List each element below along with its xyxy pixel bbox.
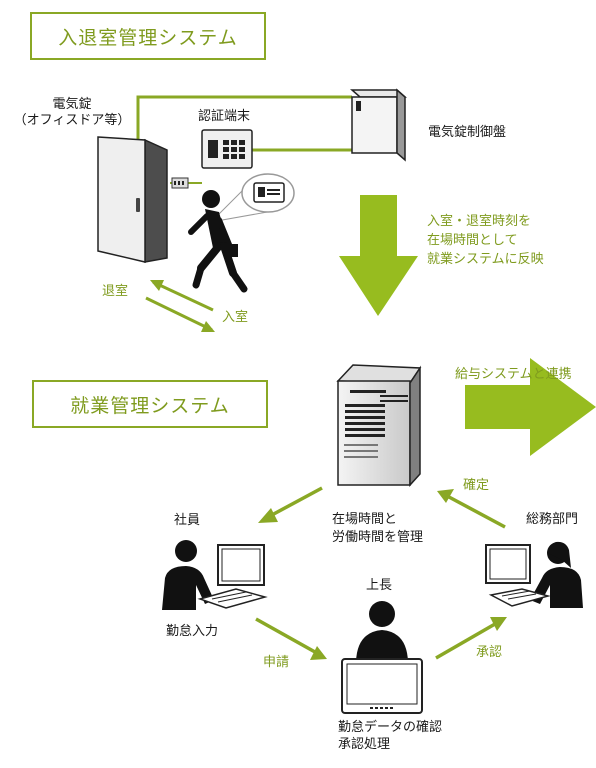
general-affairs-laptop-icon: [485, 541, 583, 608]
id-card-icon: [253, 182, 285, 203]
employee-label: 社員: [174, 513, 201, 528]
confirm-label: 確定: [463, 478, 490, 493]
attendance-input-label: 勤怠入力: [166, 624, 219, 639]
server-icon: [336, 364, 422, 487]
walking-person-icon: [188, 190, 248, 293]
attendance-system-title: 就業管理システム: [32, 380, 268, 428]
supervisor-label: 上長: [366, 578, 393, 593]
payroll-right-arrow: [465, 358, 596, 456]
general-affairs-label: 総務部門: [526, 512, 579, 527]
approve-label: 承認: [476, 645, 503, 660]
check-approve-label: 勤怠データの確認 承認処理: [338, 720, 443, 752]
apply-arrow: [255, 617, 327, 660]
apply-label: 申請: [263, 655, 290, 670]
approve-arrow: [435, 617, 507, 660]
enter-arrow: [145, 296, 215, 332]
reflect-down-arrow: [339, 195, 418, 316]
confirm-arrow: [437, 489, 506, 529]
control-panel-icon: [350, 88, 407, 162]
enter-label: 入室: [222, 310, 249, 325]
supervisor-monitor-icon: [341, 601, 423, 714]
payroll-link-label: 給与システムと連携: [455, 367, 572, 382]
entry-system-title: 入退室管理システム: [30, 12, 266, 60]
electric-lock-label: 電気錠 （オフィスドア等）: [13, 97, 131, 129]
auth-terminal-label: 認証端末: [198, 109, 251, 124]
server-note: 在場時間と 労働時間を管理: [332, 512, 424, 545]
exit-label: 退室: [102, 284, 129, 299]
reflect-note: 入室・退室時刻を 在場時間として 就業システムに反映: [427, 214, 544, 267]
lock-control-panel-label: 電気錠制御盤: [428, 125, 507, 140]
server-to-employee-arrow: [258, 486, 323, 523]
employee-laptop-icon: [162, 540, 268, 610]
exit-arrow: [150, 280, 214, 312]
door-icon: [97, 136, 189, 263]
auth-terminal-icon: [201, 129, 253, 169]
